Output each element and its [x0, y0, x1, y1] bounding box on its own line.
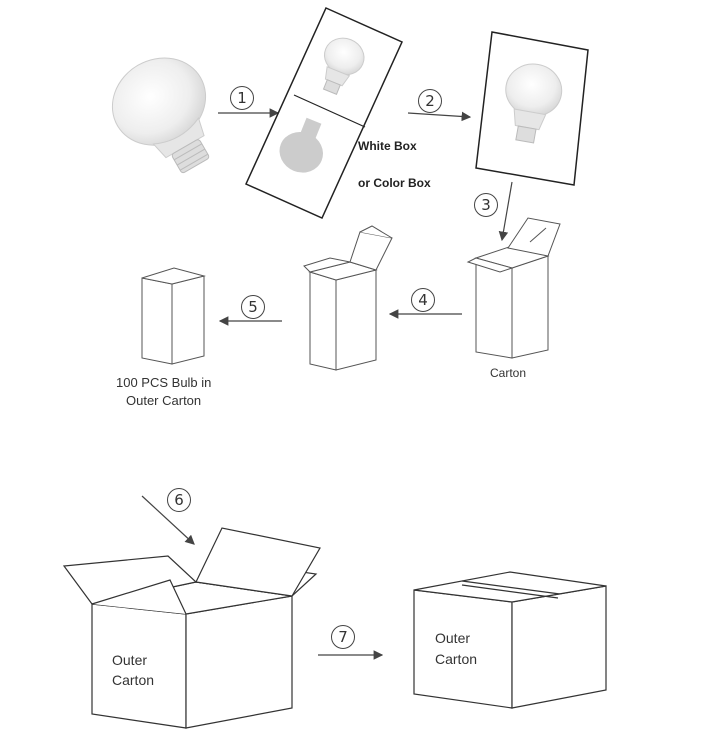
arrow-2: [407, 111, 472, 122]
led-bulb: [111, 57, 210, 174]
carton: [466, 217, 561, 359]
step-4-badge: 4: [411, 288, 435, 312]
step-1-badge: 1: [230, 86, 254, 110]
arrow-3: [498, 181, 513, 242]
step-2-badge: 2: [418, 89, 442, 113]
closed-outer-carton-label-line2: Carton: [435, 651, 478, 667]
bulb-count-label-line2: Outer Carton: [126, 393, 202, 408]
color-box-label: or Color Box: [358, 176, 431, 190]
open-outer-carton-label-line2: Carton: [112, 672, 155, 688]
closed-outer-carton: [413, 571, 607, 709]
closed-inner-box: [141, 267, 206, 365]
carton-label: Carton: [490, 366, 527, 380]
step-7-badge: 7: [331, 625, 355, 649]
step-3-badge: 3: [474, 193, 498, 217]
open-outer-carton-label-line1: Outer: [112, 652, 148, 668]
closed-outer-carton-label-line1: Outer: [435, 630, 471, 646]
white-box-label: White Box: [358, 139, 417, 153]
white-box: [475, 31, 589, 186]
bulb-count-label-line1: 100 PCS Bulb in: [116, 375, 212, 390]
step-6-badge: 6: [167, 488, 191, 512]
inner-box: [303, 225, 393, 371]
step-5-badge: 5: [241, 295, 265, 319]
arrow-6: [141, 495, 195, 545]
white-box-pair: [245, 7, 403, 219]
open-outer-carton: [62, 527, 321, 729]
